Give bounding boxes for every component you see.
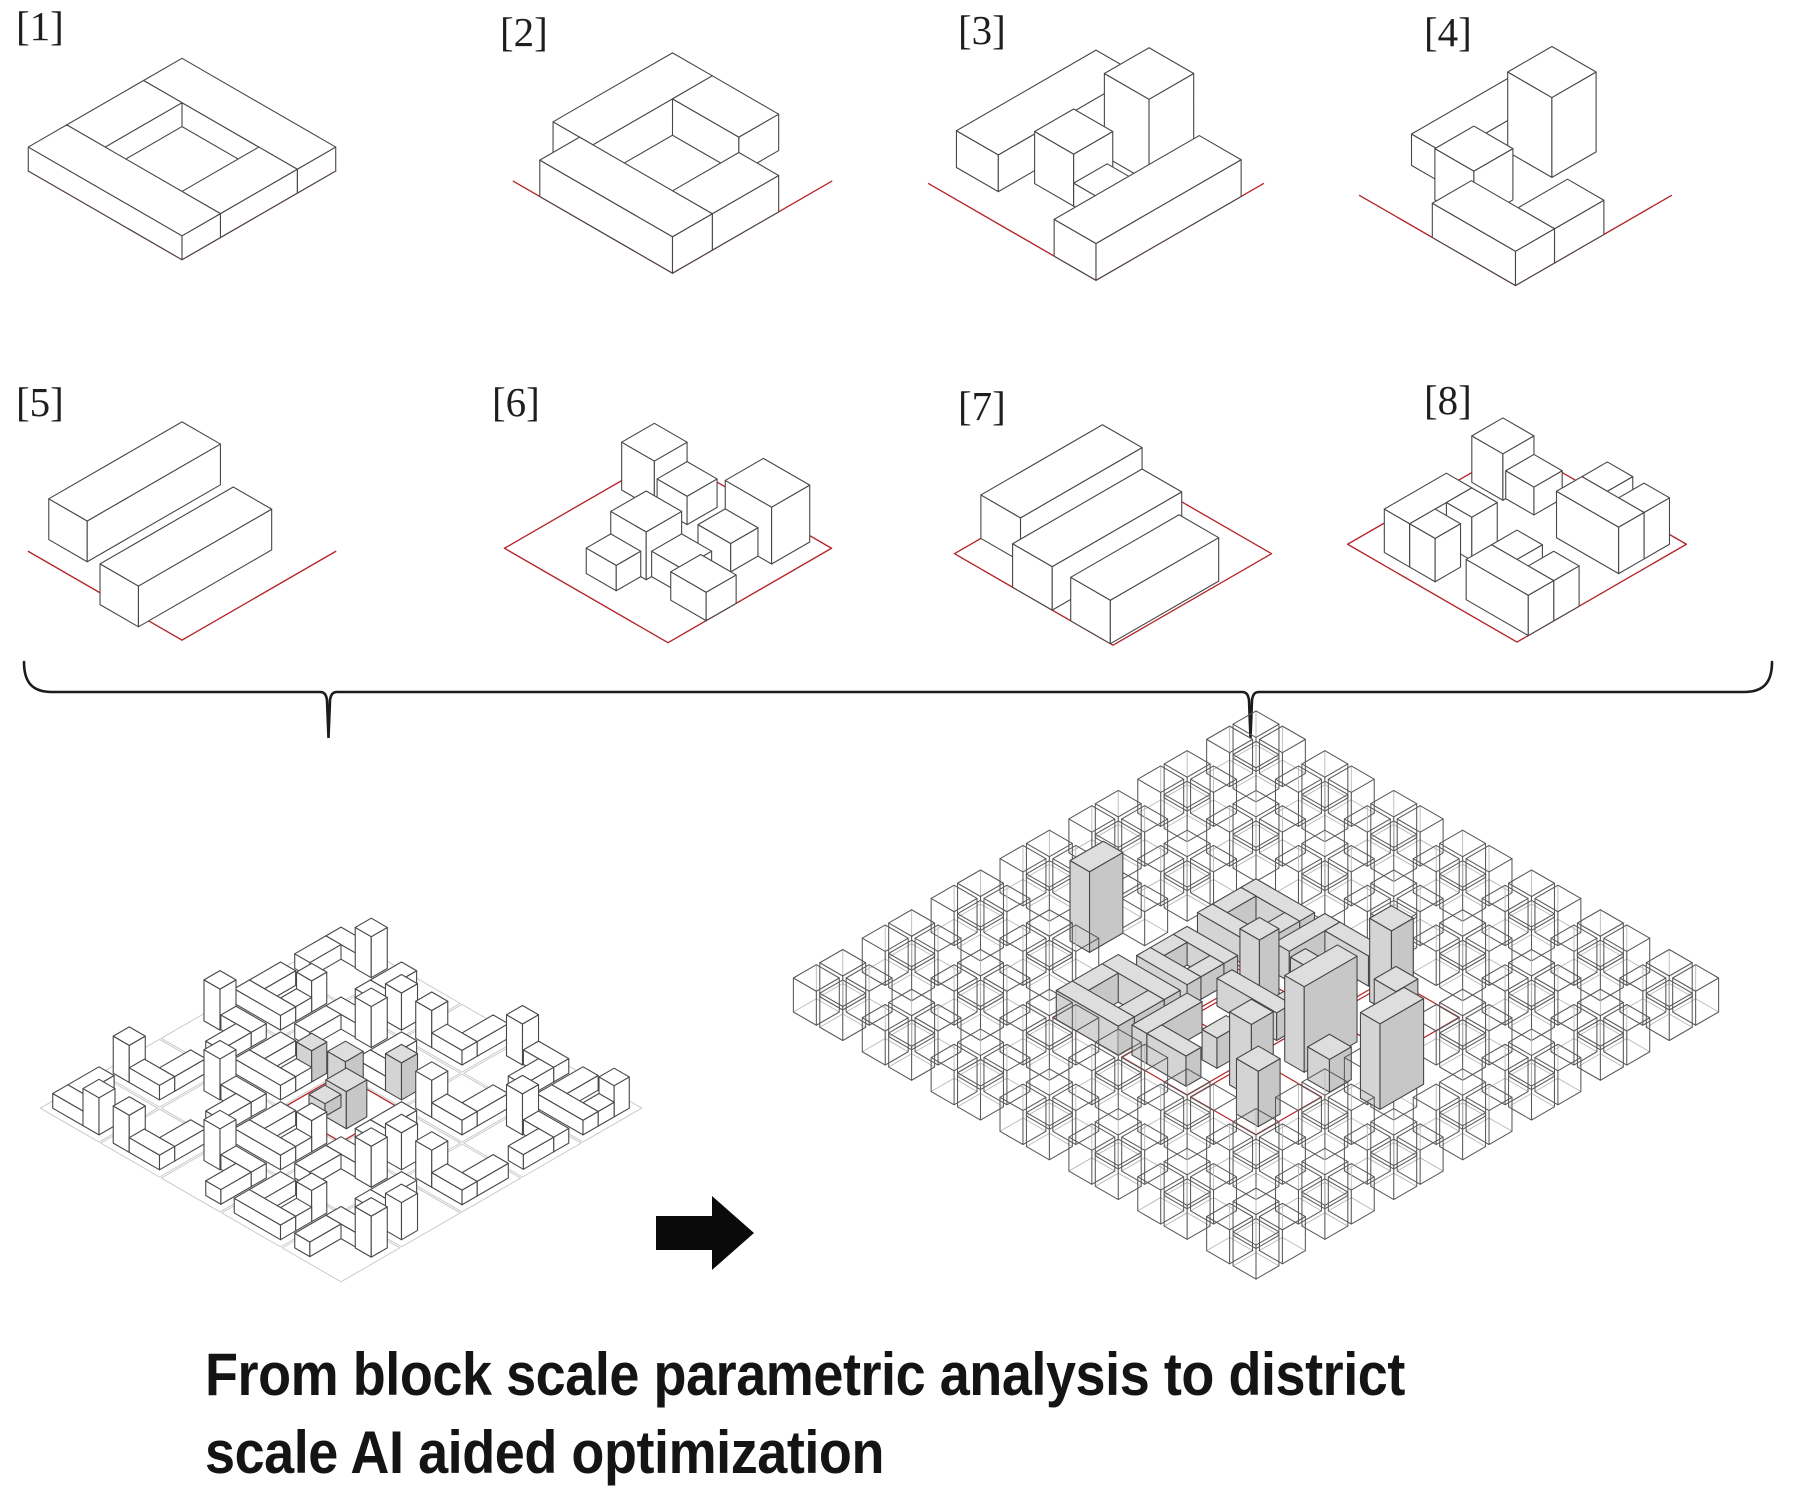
bar-and-tower-block-drawing xyxy=(1318,30,1713,302)
typology-label-7: [7] xyxy=(958,383,1006,429)
right-arrow-icon xyxy=(656,1196,754,1270)
point-blocks-drawing xyxy=(472,406,864,660)
typology-figure-4: [4] xyxy=(1308,4,1716,304)
parallel-slabs-block-drawing xyxy=(12,402,352,660)
typology-label-5: [5] xyxy=(16,379,64,425)
block-scale-district-drawing xyxy=(30,885,652,1315)
block-scale-district xyxy=(30,885,652,1315)
typology-label-6: [6] xyxy=(492,379,540,425)
district-scale-district-drawing xyxy=(740,695,1772,1295)
curly-brace-icon xyxy=(22,660,1774,739)
courtyard-block-drawing xyxy=(12,28,352,290)
slab-and-tower-block-drawing xyxy=(895,30,1297,298)
typology-label-3: [3] xyxy=(958,7,1006,53)
caption-line-1: From block scale parametric analysis to … xyxy=(205,1341,1405,1408)
typology-figure-5: [5] xyxy=(8,376,356,666)
typology-figure-6: [6] xyxy=(466,376,870,666)
figure-caption: From block scale parametric analysis to … xyxy=(205,1336,1405,1492)
typology-label-4: [4] xyxy=(1424,9,1472,55)
typology-figure-7: [7] xyxy=(893,380,1333,668)
typology-label-1: [1] xyxy=(16,3,64,49)
typology-figure-2: [2] xyxy=(468,6,870,294)
district-scale-district xyxy=(740,695,1772,1295)
typology-figure-8: [8] xyxy=(1293,372,1739,664)
typology-figure-1: [1] xyxy=(8,2,356,294)
staggered-slabs-block-drawing xyxy=(899,408,1327,662)
typology-label-8: [8] xyxy=(1424,377,1472,423)
u-cluster-block-drawing xyxy=(1301,400,1733,660)
caption-line-2: scale AI aided optimization xyxy=(205,1419,884,1486)
typology-label-2: [2] xyxy=(500,9,548,55)
broken-courtyard-block-drawing xyxy=(480,36,865,290)
typology-figure-3: [3] xyxy=(893,4,1303,300)
